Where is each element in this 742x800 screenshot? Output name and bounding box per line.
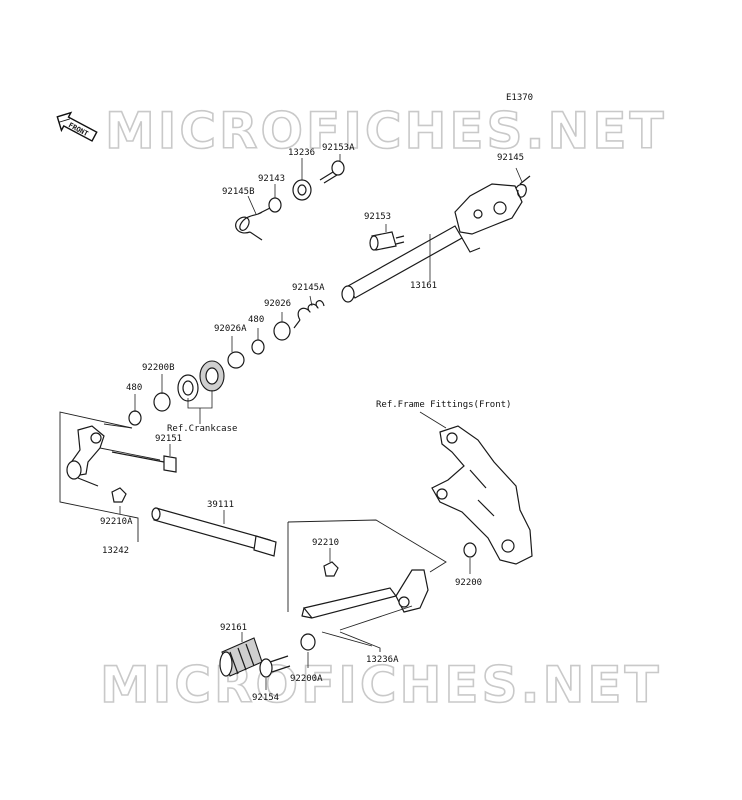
nut-92210 — [323, 561, 339, 577]
spring-92145a — [293, 300, 325, 329]
label-92143: 92143 — [258, 174, 285, 184]
shift-shaft-13161 — [341, 183, 523, 303]
spring-92145b — [235, 207, 271, 241]
label-92200a: 92200A — [290, 674, 323, 684]
label-92145: 92145 — [497, 153, 524, 163]
diagram-code: E1370 — [506, 93, 533, 103]
circlip-480-lower — [128, 410, 142, 426]
nut-92210a — [111, 487, 127, 503]
watermark-bottom: MICROFICHES.NET — [100, 656, 662, 714]
pedal-group-frame — [287, 519, 447, 647]
bolt-92151 — [111, 451, 177, 473]
label-39111: 39111 — [207, 500, 234, 510]
leader-lines — [119, 154, 523, 690]
lever-bolt-link — [99, 447, 161, 461]
shift-pedal-13236a — [301, 569, 429, 619]
spring-92145 — [515, 175, 531, 198]
bolt-92153 — [369, 231, 405, 251]
label-480-upper: 480 — [248, 315, 264, 325]
label-92153a: 92153A — [322, 143, 355, 153]
tie-rod-39111 — [151, 507, 277, 557]
label-ref-frame-fittings: Ref.Frame Fittings(Front) — [376, 400, 511, 410]
label-92210a: 92210A — [100, 517, 133, 527]
label-92154: 92154 — [252, 693, 279, 703]
frame-fitting-bracket — [431, 425, 533, 565]
label-13236: 13236 — [288, 148, 315, 158]
pedal-label-link — [339, 631, 381, 652]
washer-92200b — [153, 392, 171, 412]
lever-group-link — [103, 423, 133, 429]
label-92026: 92026 — [264, 299, 291, 309]
label-92200b: 92200B — [142, 363, 175, 373]
label-13161: 13161 — [410, 281, 437, 291]
bolt-92154 — [259, 655, 291, 678]
label-92145b: 92145B — [222, 187, 255, 197]
label-92200: 92200 — [455, 578, 482, 588]
label-92145a: 92145A — [292, 283, 325, 293]
label-92151: 92151 — [155, 434, 182, 444]
washer-92026a — [227, 351, 245, 369]
label-92161: 92161 — [220, 623, 247, 633]
washer-92200a — [300, 633, 316, 651]
label-13242: 13242 — [102, 546, 129, 556]
label-92026a: 92026A — [214, 324, 247, 334]
watermark-top: MICROFICHES.NET — [105, 102, 667, 160]
front-arrow-icon: FRONT — [56, 111, 98, 142]
label-480-lower: 480 — [126, 383, 142, 393]
label-13236a: 13236A — [366, 655, 399, 665]
lever-group-frame — [59, 411, 139, 542]
label-ref-crankcase: Ref.Crankcase — [167, 424, 237, 434]
oil-seal — [177, 374, 199, 402]
washer-92026 — [273, 321, 291, 341]
bushing-13236 — [292, 179, 312, 201]
needle-bearing — [199, 360, 225, 392]
bolt-92153a — [319, 160, 345, 184]
collar-92143 — [268, 197, 282, 213]
shift-lever-13242 — [66, 425, 105, 487]
label-92210: 92210 — [312, 538, 339, 548]
label-92153: 92153 — [364, 212, 391, 222]
washer-92200 — [463, 542, 477, 558]
circlip-480-upper — [251, 339, 265, 355]
